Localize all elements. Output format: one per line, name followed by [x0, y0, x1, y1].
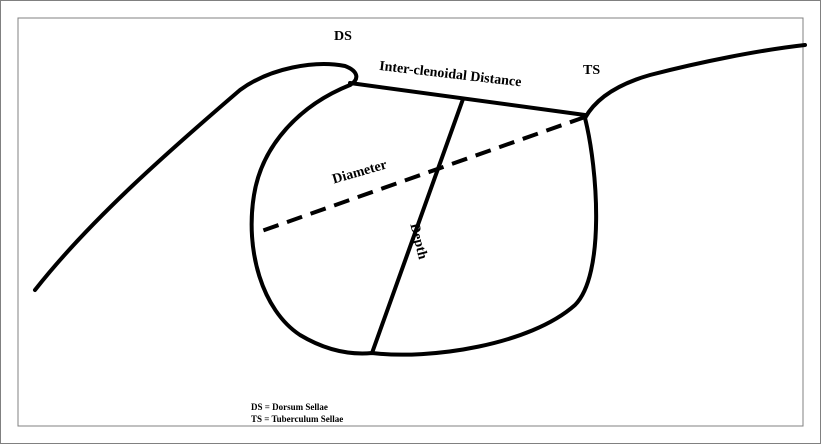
depth-line — [370, 97, 465, 355]
legend: DS = Dorsum Sellae TS = Tuberculum Sella… — [251, 401, 343, 425]
diameter-line — [255, 115, 586, 235]
tuberculum-sellae-outline — [583, 43, 807, 120]
inter-clinoidal-line — [348, 81, 587, 117]
inner-frame — [17, 17, 804, 427]
dorsum-sellae-outline — [33, 62, 359, 292]
label-ts: TS — [583, 63, 601, 78]
legend-item-ds: DS = Dorsum Sellae — [251, 402, 328, 412]
legend-item-ts: TS = Tuberculum Sellae — [251, 414, 344, 424]
sella-fossa-outline — [249, 83, 599, 357]
label-ds: DS — [334, 29, 352, 44]
